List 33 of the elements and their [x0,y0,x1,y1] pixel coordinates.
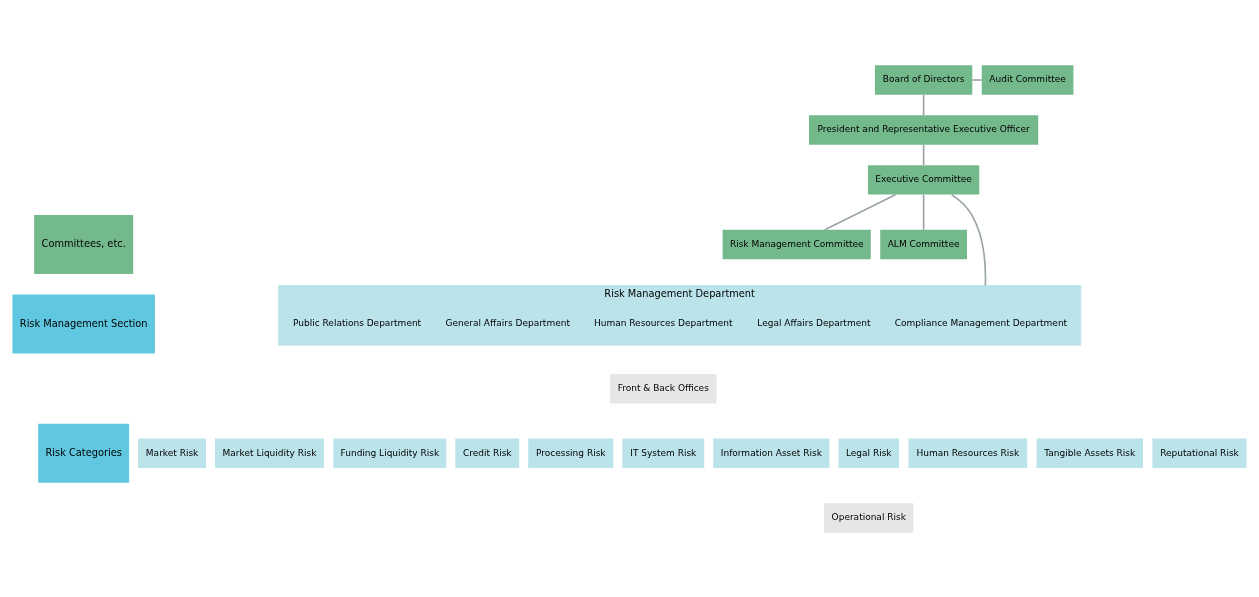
connector [922,193,925,231]
node-box: Risk Management Section [12,294,155,353]
node-box: Board of Directors [874,64,973,95]
node-box: Risk Categories [38,423,130,483]
node-box: Market Liquidity Risk [215,438,324,468]
node-box: Front & Back Offices [610,373,717,403]
node-box: ALM Committee [880,229,967,259]
node-box: Risk Management Committee [722,229,871,259]
node-box: Credit Risk [455,438,520,468]
node-box: Information Asset Risk [713,438,830,468]
connector [950,193,987,286]
node-box: Reputational Risk [1152,438,1247,468]
node-box: Legal Risk [838,438,900,468]
connector [971,78,983,81]
node-text: General Affairs Department [445,317,570,328]
connector [922,93,925,116]
node-box: Funding Liquidity Risk [333,438,447,468]
node-text: Legal Affairs Department [757,317,871,328]
node-box: Operational Risk [824,502,914,533]
node-box: Executive Committee [867,164,980,195]
node-text: Human Resources Department [593,317,733,328]
node-box: Human Resources Risk [908,438,1028,468]
node-box: Market Risk [138,438,207,468]
node-box: President and Representative Executive Officer [809,114,1039,145]
node-box: Audit Committee [981,64,1074,95]
node-text: Compliance Management Department [894,317,1068,328]
node-box: Tangible Assets Risk [1036,438,1143,468]
node-box: Committees, etc. [34,214,134,274]
node-box: IT System Risk [622,438,705,468]
node-box: Processing Risk [528,438,614,468]
node-text: Public Relations Department [293,317,422,328]
connector [823,193,897,231]
connector [922,143,925,166]
